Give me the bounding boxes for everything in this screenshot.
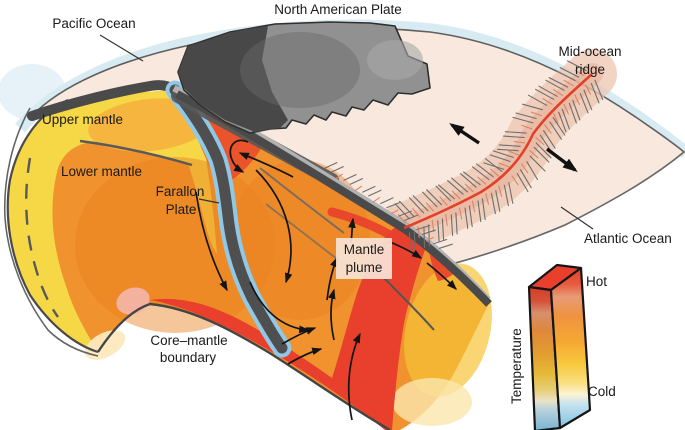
farallon-slab-shape — [169, 84, 288, 354]
mid-ocean-ridge-group — [324, 60, 604, 254]
label-mantle-plume-1: Mantle — [344, 242, 385, 257]
label-upper-mantle: Upper mantle — [42, 112, 123, 127]
core-mantle-boundary-line — [96, 302, 391, 430]
ridge-hachures — [324, 60, 604, 254]
label-core-mantle-2: boundary — [160, 350, 217, 365]
label-lower-mantle: Lower mantle — [61, 164, 142, 179]
label-mid-ocean-ridge-1: Mid-ocean — [558, 44, 621, 59]
mantle-plume-label-box — [336, 238, 392, 279]
convection-arrows — [195, 123, 578, 421]
label-north-american-plate: North American Plate — [274, 2, 402, 17]
lithosphere — [27, 80, 292, 358]
label-pacific-ocean: Pacific Ocean — [52, 16, 135, 31]
label-farallon-1: Farallon — [156, 184, 205, 199]
label-farallon-2: Plate — [166, 202, 197, 217]
upper-mantle-shape — [7, 89, 217, 353]
label-atlantic-ocean: Atlantic Ocean — [584, 231, 672, 246]
ridge-axis-line — [403, 73, 593, 230]
mantle-plume-shape — [150, 226, 428, 430]
label-mantle-plume-2: plume — [346, 260, 383, 275]
surface-lower-edge — [451, 151, 685, 265]
spreading-arrow-right — [545, 147, 578, 173]
label-core-mantle-1: Core–mantle — [150, 333, 227, 348]
leader-lines — [99, 34, 594, 230]
legend-axis-label: Temperature — [509, 328, 524, 404]
figure-labels: Pacific Ocean North American Plate Mid-o… — [42, 2, 672, 365]
spreading-arrow-left — [449, 123, 480, 145]
legend-front-face — [549, 266, 592, 430]
north-american-plate-shape — [177, 21, 431, 134]
legend-cold-label: Cold — [588, 384, 616, 399]
label-mid-ocean-ridge-2: ridge — [575, 62, 605, 77]
temperature-legend: Hot Cold Temperature — [509, 263, 616, 430]
legend-hot-label: Hot — [586, 274, 607, 289]
